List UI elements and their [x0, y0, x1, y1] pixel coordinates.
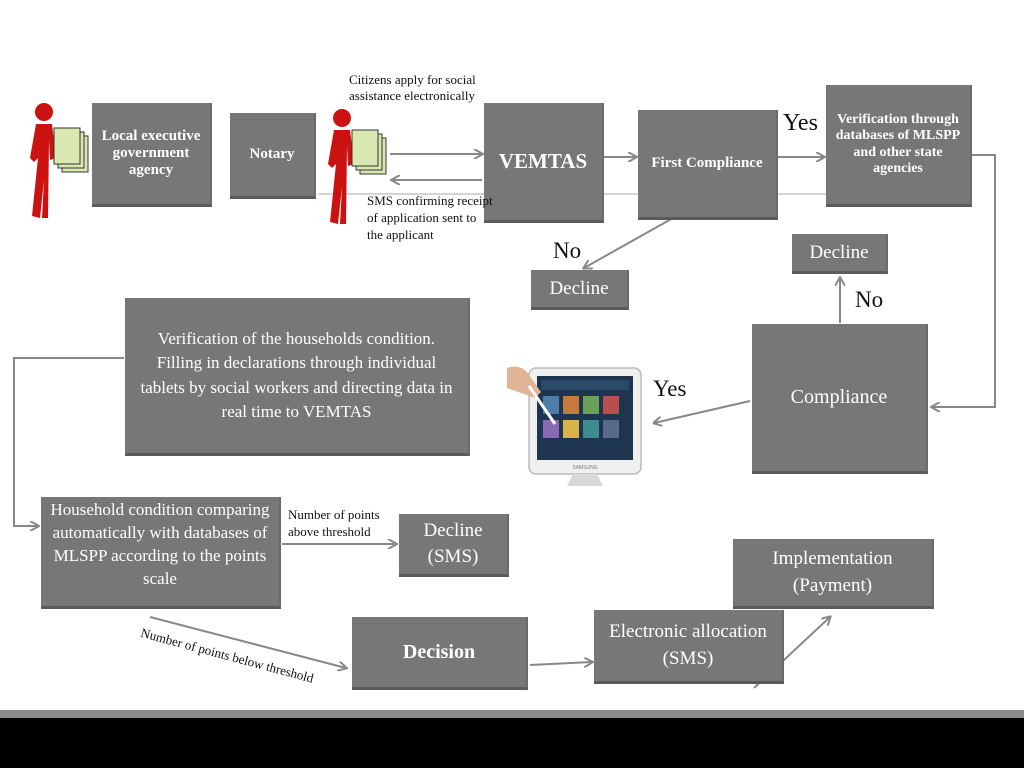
footer-bar [0, 718, 1024, 768]
first-compliance-box: First Compliance [638, 110, 778, 220]
arrow-first-compliance-to-decline [584, 212, 683, 268]
decline-box-top-right: Decline [792, 234, 888, 274]
decline-box-mid: Decline [531, 270, 629, 310]
document-stack-icon-2 [351, 129, 387, 175]
label-points-above: Number of points above threshold [288, 507, 380, 539]
arrow-decision-to-allocation [529, 662, 592, 665]
decision-box: Decision [352, 617, 528, 690]
label-no-right: No [855, 287, 884, 312]
household-comparing-box: Household condition comparing automatica… [41, 497, 281, 609]
label-yes-top: Yes [783, 110, 818, 136]
electronic-allocation-box: Electronic allocation (SMS) [594, 610, 784, 684]
label-no-left: No [553, 238, 582, 263]
compliance-box: Compliance [752, 324, 928, 474]
local-agency-box: Local executive government agency [92, 103, 212, 207]
tablet-brand-text: SAMSUNG [572, 465, 597, 471]
label-citizens-apply: Citizens apply for social assistance ele… [349, 72, 476, 104]
citizen-person-icon-1 [30, 103, 56, 218]
vemtas-box: VEMTAS [484, 103, 604, 223]
implementation-box: Implementation (Payment) [733, 539, 934, 609]
arrow-verification-to-compliance [932, 154, 996, 407]
arrow-comparing-to-decision [149, 616, 346, 668]
document-stack-icon-1 [53, 127, 89, 173]
verification-databases-box: Verification through databases of MLSPP … [826, 85, 972, 207]
citizen-person-icon-2 [328, 109, 354, 224]
arrow-compliance-to-tablet [654, 400, 751, 423]
notary-box: Notary [230, 113, 316, 199]
tablet-image: SAMSUNG [507, 358, 653, 488]
arrow-verification-to-comparing [13, 357, 124, 526]
label-yes-mid: Yes [653, 376, 687, 401]
footer-divider [0, 710, 1024, 718]
decline-sms-box: Decline (SMS) [399, 514, 509, 577]
label-sms-confirming: SMS confirming receipt of application se… [367, 193, 493, 242]
household-verification-box: Verification of the households condition… [125, 298, 470, 456]
